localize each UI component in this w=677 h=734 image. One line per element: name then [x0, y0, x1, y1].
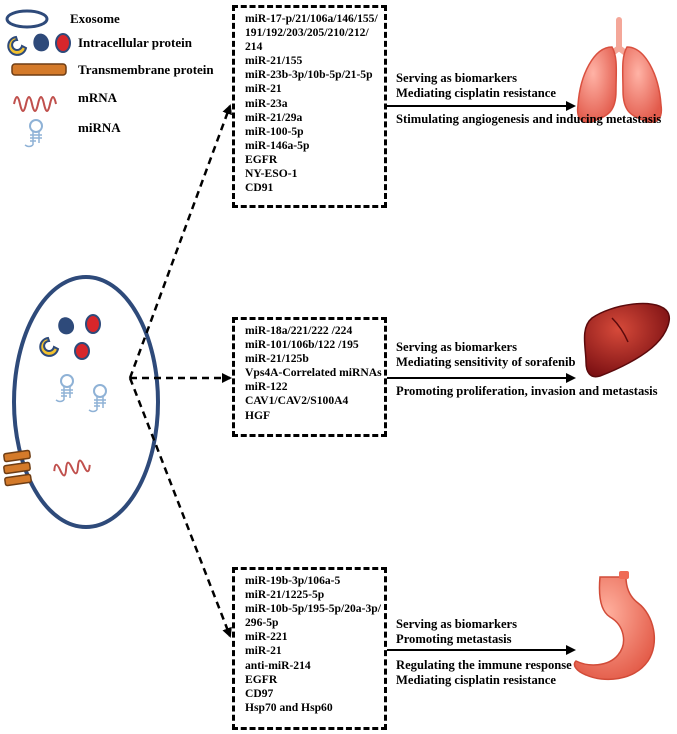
legend-transmembrane-protein-label: Transmembrane protein — [78, 62, 214, 77]
stomach-marker-item: miR-21/1225-5p — [245, 588, 325, 602]
lung-marker-item: NY-ESO-1 — [245, 167, 298, 181]
legend-mirna-label: miRNA — [78, 120, 121, 135]
cell-intracellular-protein-icons — [39, 314, 101, 360]
lung-role-1: Serving as biomarkers — [396, 71, 518, 85]
stomach-marker-box: miR-19b-3p/106a-5 miR-21/1225-5p miR-10b… — [232, 567, 387, 730]
lung-marker-item: miR-21 — [245, 82, 282, 96]
lung-marker-item: miR-17-p/21/106a/146/155/ — [245, 12, 378, 25]
legend-exosome-label: Exosome — [70, 11, 120, 26]
liver-marker-item: miR-18a/221/222 /224 — [245, 324, 353, 337]
arrow-to-stomach-box — [128, 377, 232, 638]
lung-role-2: Mediating cisplatin resistance — [396, 86, 556, 100]
stomach-marker-item: miR-19b-3p/106a-5 — [245, 574, 341, 587]
arrow-to-lung-box — [128, 104, 232, 379]
lung-marker-item: 191/192/203/205/210/212/ — [245, 26, 369, 40]
lung-marker-item: 214 — [245, 40, 263, 54]
liver-marker-box: miR-18a/221/222 /224 miR-101/106b/122 /1… — [232, 317, 387, 437]
lung-marker-item: miR-21/29a — [245, 110, 303, 124]
liver-marker-item: Vps4A-Correlated miRNAs — [245, 366, 382, 380]
legend-intracellular-protein-icon — [7, 33, 71, 56]
stomach-marker-item: miR-221 — [245, 630, 288, 644]
lung-role-3: Stimulating angiogenesis and inducing me… — [396, 112, 662, 126]
lung-marker-item: EGFR — [245, 152, 278, 166]
liver-marker-item: HGF — [245, 408, 271, 422]
legend-mirna-icon — [24, 119, 43, 148]
liver-role-1: Serving as biomarkers — [396, 340, 518, 354]
lung-marker-item: CD91 — [245, 181, 274, 195]
stomach-marker-item: 296-5p — [245, 616, 279, 630]
legend-exosome-icon — [5, 9, 49, 29]
liver-role-3: Promoting proliferation, invasion and me… — [396, 384, 658, 398]
lung-marker-item: miR-23a — [245, 96, 288, 110]
cell-mirna-icons — [55, 374, 107, 413]
stomach-role-4: Mediating cisplatin resistance — [396, 673, 556, 687]
stomach-marker-item: anti-miR-214 — [245, 658, 311, 672]
legend-mrna-icon — [13, 96, 57, 112]
stomach-marker-item: Hsp70 and Hsp60 — [245, 700, 333, 714]
stomach-role-1: Serving as biomarkers — [396, 617, 518, 631]
stomach-marker-item: miR-21 — [245, 644, 282, 658]
liver-icon — [583, 302, 670, 378]
cell-transmembrane-protein-icons — [3, 449, 32, 487]
stomach-marker-item: EGFR — [245, 672, 278, 686]
liver-marker-item: CAV1/CAV2/S100A4 — [245, 394, 349, 408]
legend-mrna-label: mRNA — [78, 90, 117, 105]
lung-marker-item: miR-23b-3p/10b-5p/21-5p — [245, 68, 373, 82]
exosome-cell — [12, 275, 160, 529]
lung-marker-box: miR-17-p/21/106a/146/155/ 191/192/203/20… — [232, 5, 387, 208]
lung-icon — [576, 17, 663, 123]
stomach-role-3: Regulating the immune response — [396, 658, 572, 672]
lung-marker-item: miR-146a-5p — [245, 138, 310, 152]
stomach-icon — [573, 571, 656, 681]
liver-marker-item: miR-101/106b/122 /195 — [245, 338, 359, 352]
stomach-marker-item: miR-10b-5p/195-5p/20a-3p/ — [245, 602, 381, 616]
legend-transmembrane-protein-icon — [11, 63, 67, 76]
liver-marker-item: miR-122 — [245, 380, 288, 394]
lung-marker-item: miR-100-5p — [245, 124, 304, 138]
lung-marker-item: miR-21/155 — [245, 54, 303, 68]
stomach-marker-item: CD97 — [245, 686, 274, 700]
legend-intracellular-protein-label: Intracellular protein — [78, 35, 192, 50]
stomach-role-2: Promoting metastasis — [396, 632, 512, 646]
cell-mrna-icon — [53, 459, 91, 477]
liver-marker-item: miR-21/125b — [245, 352, 309, 366]
liver-role-2: Mediating sensitivity of sorafenib — [396, 355, 576, 369]
